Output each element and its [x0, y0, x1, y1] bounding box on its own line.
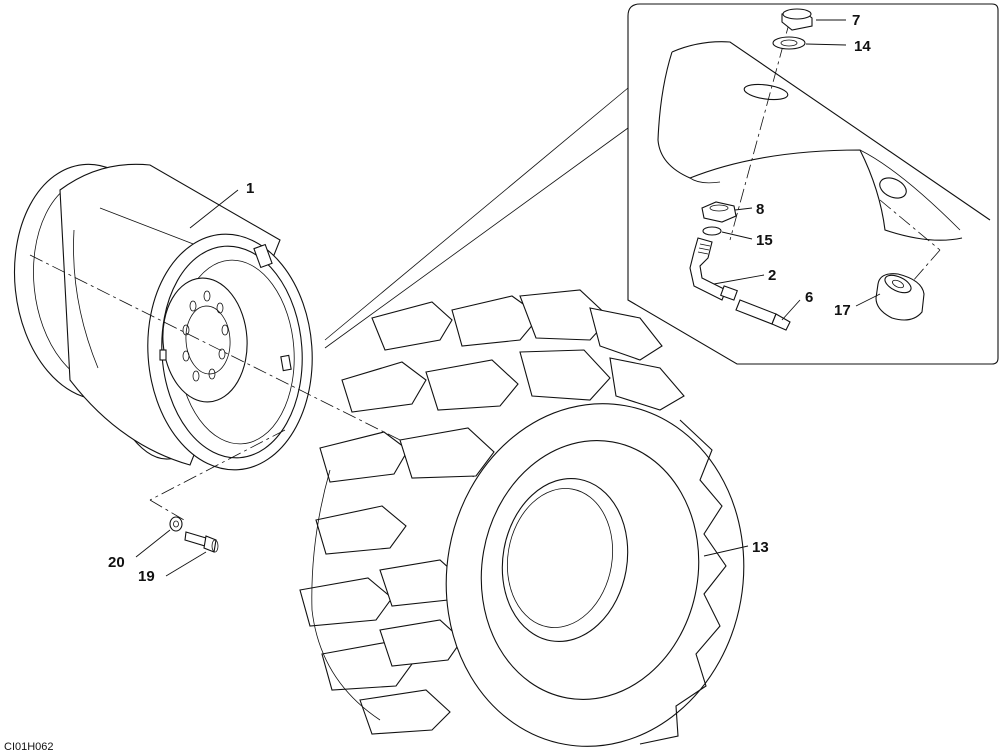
callout-20: 20 [108, 554, 125, 571]
valve-cap-part [781, 8, 813, 31]
tire-tread [299, 289, 685, 735]
callout-1: 1 [246, 180, 254, 197]
tire-part: 13 [299, 289, 769, 747]
valve-stem-part [689, 237, 738, 301]
callout-13: 13 [752, 539, 769, 556]
rim-section-detail [657, 41, 991, 241]
drawing-code: CI01H062 [4, 741, 54, 753]
callout-8: 8 [756, 201, 764, 218]
wheel-rim-part: 1 [13, 163, 313, 471]
bolt-19-part [184, 531, 219, 553]
callout-17: 17 [834, 302, 851, 319]
callout-6: 6 [805, 289, 813, 306]
washer-20-part [169, 516, 183, 532]
valve-core-part [735, 299, 791, 331]
washer-part [772, 36, 806, 50]
detail-inset: 7 14 8 15 2 6 17 [324, 3, 999, 365]
o-ring-part [702, 226, 722, 236]
grommet-part [875, 273, 925, 321]
callout-7: 7 [852, 12, 860, 29]
callout-2: 2 [768, 267, 776, 284]
bolt-holes [182, 290, 229, 382]
callout-14: 14 [854, 38, 871, 55]
callout-19: 19 [138, 568, 155, 585]
valve-nut-part [701, 201, 737, 223]
callout-15: 15 [756, 232, 773, 249]
